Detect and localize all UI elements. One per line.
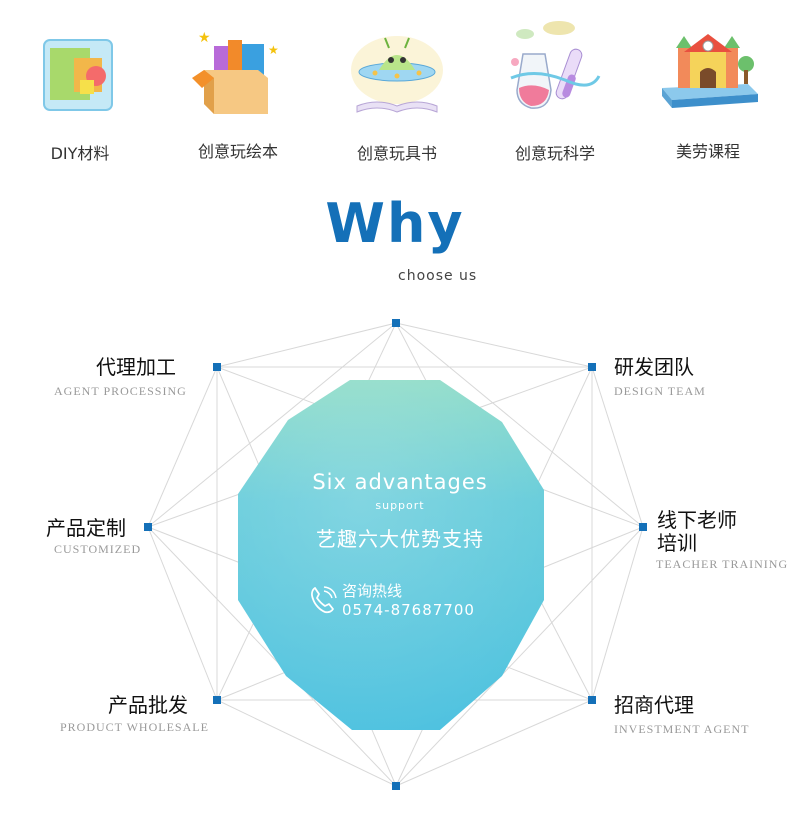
books-box-icon: ★ ★ — [192, 30, 279, 114]
web-line — [395, 322, 593, 368]
castle-book-icon — [662, 34, 758, 108]
category-item-science[interactable]: 创意玩科学 — [480, 0, 630, 175]
advantage-title-teacher-training-line2: 培训 — [657, 531, 697, 555]
node-markers — [144, 319, 647, 790]
category-label: DIY材料 — [50, 144, 110, 163]
web-line — [395, 699, 593, 787]
section-title: Why — [325, 192, 465, 255]
node-marker — [639, 523, 647, 531]
advantage-title-product-wholesale: 产品批发 — [108, 693, 188, 717]
category-label: 创意玩具书 — [356, 144, 437, 163]
node-marker — [392, 319, 400, 327]
advantage-sub-investment-agent: INVESTMENT AGENT — [614, 722, 750, 736]
node-marker — [213, 363, 221, 371]
advantage-title-agent-processing: 代理加工 — [96, 355, 176, 379]
advantage-title-teacher-training: 线下老师 — [657, 508, 737, 532]
diy-materials-icon — [43, 39, 113, 111]
node-marker — [392, 782, 400, 790]
web-line — [395, 322, 644, 528]
category-item-toy-books[interactable]: 创意玩具书 — [322, 0, 472, 175]
node-marker — [213, 696, 221, 704]
web-line — [216, 699, 397, 787]
web-line — [591, 366, 644, 528]
category-item-picture-books[interactable]: ★ ★ 创意玩绘本 — [163, 0, 313, 175]
web-line — [147, 526, 397, 787]
web-line — [147, 366, 218, 528]
web-line — [147, 322, 397, 528]
node-marker — [144, 523, 152, 531]
advantage-title-design-team: 研发团队 — [614, 355, 694, 379]
hotline-phone[interactable]: 0574-87687700 — [342, 601, 475, 619]
center-support: support — [375, 499, 425, 512]
advantage-sub-product-wholesale: PRODUCT WHOLESALE — [60, 720, 209, 734]
advantage-sub-agent-processing: AGENT PROCESSING — [54, 384, 187, 398]
center-title: Six advantages — [312, 470, 488, 494]
advantage-title-customized: 产品定制 — [46, 516, 126, 540]
svg-text:★: ★ — [198, 30, 211, 46]
advantage-sub-customized: CUSTOMIZED — [54, 542, 142, 556]
ufo-book-icon — [351, 36, 443, 113]
science-flask-icon — [510, 21, 601, 109]
web-line — [395, 526, 644, 787]
web-line — [147, 526, 218, 701]
node-marker — [588, 696, 596, 704]
section-subtitle: choose us — [398, 268, 478, 284]
web-line — [591, 526, 644, 701]
hotline-label: 咨询热线 — [342, 582, 403, 600]
advantage-sub-design-team: DESIGN TEAM — [614, 384, 706, 398]
svg-text:★: ★ — [268, 43, 279, 57]
category-label: 创意玩绘本 — [197, 142, 278, 161]
category-strip: DIY材料 ★ ★ 创意玩绘本 创意玩具书 — [0, 0, 790, 180]
category-item-diy[interactable]: DIY材料 — [5, 0, 155, 175]
category-label: 创意玩科学 — [514, 144, 595, 163]
node-marker — [588, 363, 596, 371]
category-item-art-course[interactable]: 美劳课程 — [633, 0, 783, 175]
web-line — [216, 322, 397, 368]
category-label: 美劳课程 — [675, 142, 740, 161]
center-slogan: 艺趣六大优势支持 — [316, 527, 484, 551]
advantage-title-investment-agent: 招商代理 — [614, 693, 694, 717]
center-octagon-texture — [238, 380, 544, 730]
advantage-sub-teacher-training: TEACHER TRAINING — [656, 557, 789, 571]
phone-icon — [311, 586, 337, 614]
